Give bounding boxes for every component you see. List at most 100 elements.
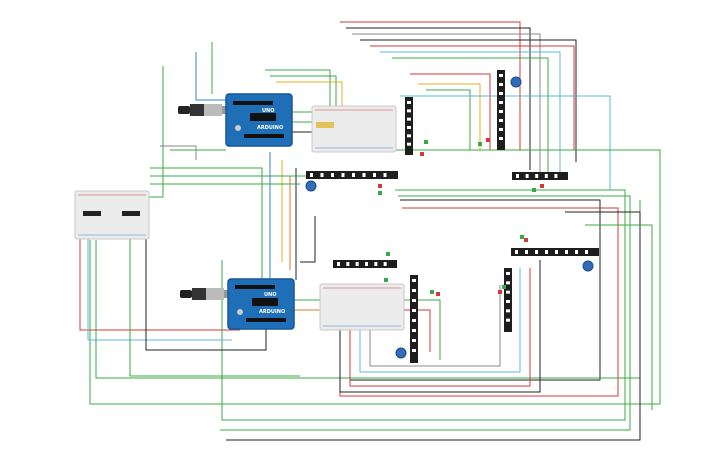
wire[interactable]: [75, 66, 164, 198]
led-pixel: [383, 262, 387, 266]
led-pixel: [515, 250, 518, 254]
breadboard-left[interactable]: [74, 190, 150, 240]
arduino-uno-bottom[interactable]: ARDUINO UNO: [227, 278, 295, 330]
arduino-top-model: UNO: [262, 108, 275, 114]
wire[interactable]: [400, 95, 611, 190]
wire[interactable]: [418, 83, 481, 150]
led-pixel: [499, 101, 503, 104]
pushbutton-4[interactable]: [395, 347, 407, 359]
led-strip-d-horizontal[interactable]: [512, 172, 568, 180]
indicator-led[interactable]: [386, 252, 390, 256]
pushbutton-3[interactable]: [582, 260, 594, 272]
indicator-led[interactable]: [478, 142, 482, 146]
led-pixel: [499, 74, 503, 77]
led-pixel: [373, 173, 376, 177]
indicator-led[interactable]: [420, 152, 424, 156]
indicator-led[interactable]: [524, 238, 528, 242]
wire[interactable]: [129, 238, 300, 377]
wire[interactable]: [339, 260, 541, 393]
led-pixel: [544, 174, 548, 178]
wire[interactable]: [89, 149, 661, 405]
led-pixel: [412, 279, 416, 282]
wire[interactable]: [410, 73, 491, 150]
wire[interactable]: [359, 268, 521, 373]
led-pixel: [365, 262, 368, 266]
indicator-led[interactable]: [532, 188, 536, 192]
wire[interactable]: [585, 224, 653, 410]
wire[interactable]: [150, 167, 263, 280]
wire[interactable]: [160, 145, 197, 160]
led-pixel: [506, 290, 510, 294]
usb-cable-top[interactable]: [178, 104, 230, 116]
indicator-led[interactable]: [384, 278, 388, 282]
wire[interactable]: [360, 39, 577, 162]
indicator-led[interactable]: [540, 184, 544, 188]
led-pixel: [310, 173, 313, 177]
led-pixel: [499, 92, 503, 95]
led-pixel: [412, 309, 416, 312]
wire[interactable]: [392, 57, 549, 172]
led-pixel: [585, 250, 588, 254]
indicator-led[interactable]: [378, 184, 382, 188]
led-pixel: [525, 250, 528, 254]
wire[interactable]: [300, 216, 316, 263]
wire[interactable]: [370, 45, 575, 150]
led-pixel: [499, 128, 503, 131]
led-pixels: [310, 74, 588, 352]
indicator-led[interactable]: [502, 285, 506, 289]
wire[interactable]: [87, 238, 232, 341]
wire[interactable]: [221, 189, 626, 421]
arduino-uno-top[interactable]: ARDUINO UNO: [225, 93, 293, 147]
wire[interactable]: [352, 33, 541, 172]
usb-cable-bottom[interactable]: [180, 288, 232, 300]
led-pixel: [499, 119, 503, 122]
indicator-led[interactable]: [424, 140, 428, 144]
wire[interactable]: [380, 51, 561, 172]
led-pixel: [383, 173, 387, 177]
wire[interactable]: [79, 238, 240, 331]
led-pixel: [506, 300, 510, 303]
wire[interactable]: [340, 21, 521, 150]
wire[interactable]: [276, 81, 343, 106]
wire[interactable]: [226, 211, 641, 441]
wire[interactable]: [426, 89, 471, 150]
pushbutton-1[interactable]: [510, 76, 522, 88]
wire[interactable]: [220, 195, 631, 431]
led-pixel: [506, 309, 510, 313]
pushbutton-2[interactable]: [305, 180, 317, 192]
led-pixel: [407, 134, 411, 138]
led-pixel: [535, 250, 538, 254]
led-pixel: [575, 250, 578, 254]
led-pixel: [407, 142, 411, 146]
arduino-bottom-model: UNO: [264, 292, 277, 298]
led-pixel: [565, 250, 568, 254]
indicator-led[interactable]: [378, 191, 382, 195]
breadboard-bottom[interactable]: [319, 283, 405, 331]
led-pixel: [337, 262, 340, 266]
wire[interactable]: [145, 238, 267, 351]
led-pixel: [545, 250, 548, 254]
led-pixel: [407, 109, 411, 113]
wire[interactable]: [346, 27, 531, 170]
indicator-led[interactable]: [498, 290, 502, 294]
wire[interactable]: [270, 75, 337, 106]
wires-layer: [75, 21, 661, 441]
led-pixel: [499, 83, 503, 86]
indicator-led[interactable]: [430, 290, 434, 294]
indicator-led[interactable]: [520, 235, 524, 239]
wire[interactable]: [349, 268, 531, 387]
wire[interactable]: [404, 299, 441, 360]
indicator-led[interactable]: [486, 138, 490, 142]
led-pixel: [554, 174, 558, 178]
led-pixel: [506, 318, 510, 322]
wire[interactable]: [265, 69, 331, 106]
wire[interactable]: [195, 52, 226, 101]
led-pixel: [506, 281, 510, 285]
wire[interactable]: [350, 199, 601, 381]
indicator-led[interactable]: [436, 292, 440, 296]
wire[interactable]: [369, 285, 501, 367]
led-pixel: [412, 329, 416, 332]
breadboard-top[interactable]: [311, 105, 397, 153]
led-pixel: [341, 173, 345, 177]
